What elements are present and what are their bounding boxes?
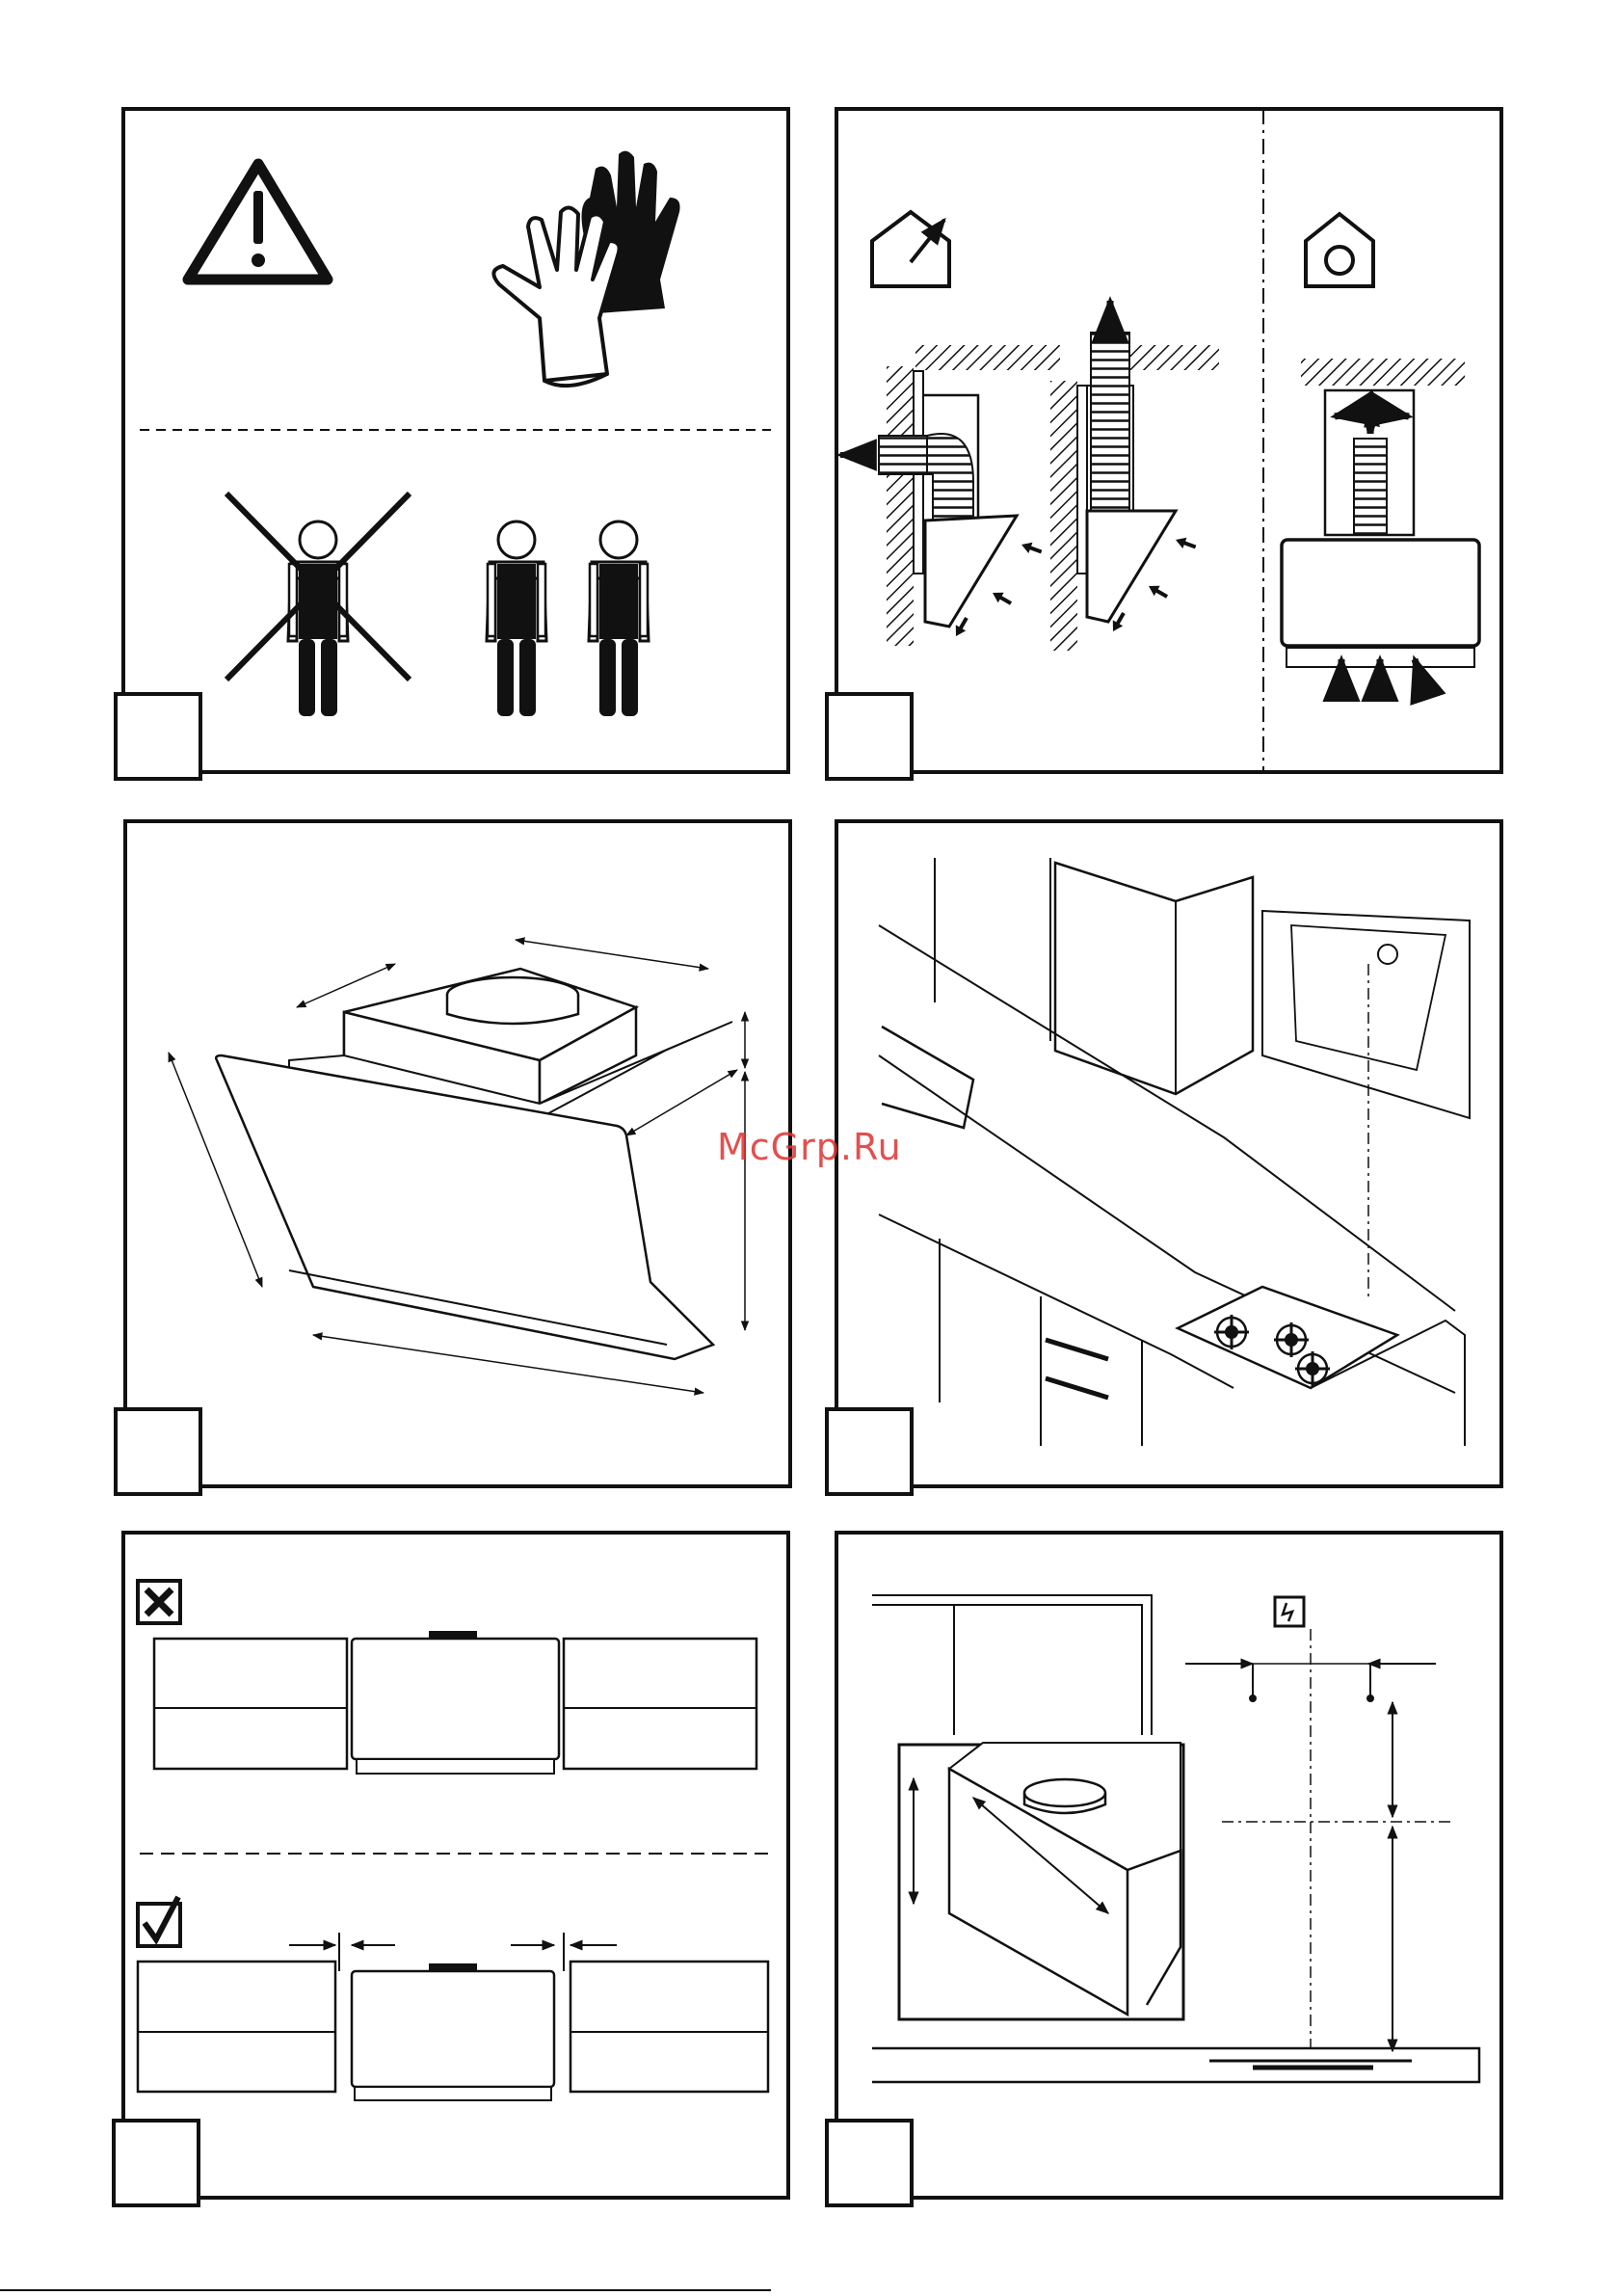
- two-person-lift-icon: [226, 494, 649, 716]
- correct-check-icon: [138, 1897, 180, 1946]
- recirculation-house-icon: [1306, 214, 1373, 286]
- warning-triangle-icon: [188, 164, 328, 280]
- step-number-box: [827, 694, 912, 779]
- panel-kitchen-installation: [827, 821, 1501, 1494]
- watermark-text: McGrp.Ru: [717, 1126, 902, 1168]
- step-number-box: [116, 694, 200, 779]
- protective-gloves-icon: [493, 151, 679, 386]
- panel-mounting-height: [827, 1533, 1501, 2205]
- panel-hood-dimensions: [116, 821, 790, 1494]
- step-number-box: [116, 1409, 200, 1494]
- panel-ventilation-modes: [827, 109, 1501, 779]
- wall-cabinet-icon: [935, 858, 1253, 1094]
- cooktop-icon: [1178, 1287, 1397, 1388]
- electrical-socket-icon: [1275, 1597, 1304, 1626]
- step-number-box: [827, 2121, 912, 2205]
- panel-safety: [116, 109, 788, 779]
- panel-cabinet-clearance: [114, 1533, 788, 2205]
- ducted-extraction-house-icon: [872, 212, 949, 286]
- wrong-cross-icon: [138, 1581, 180, 1623]
- step-number-box: [827, 1409, 912, 1494]
- step-number-box: [114, 2121, 199, 2205]
